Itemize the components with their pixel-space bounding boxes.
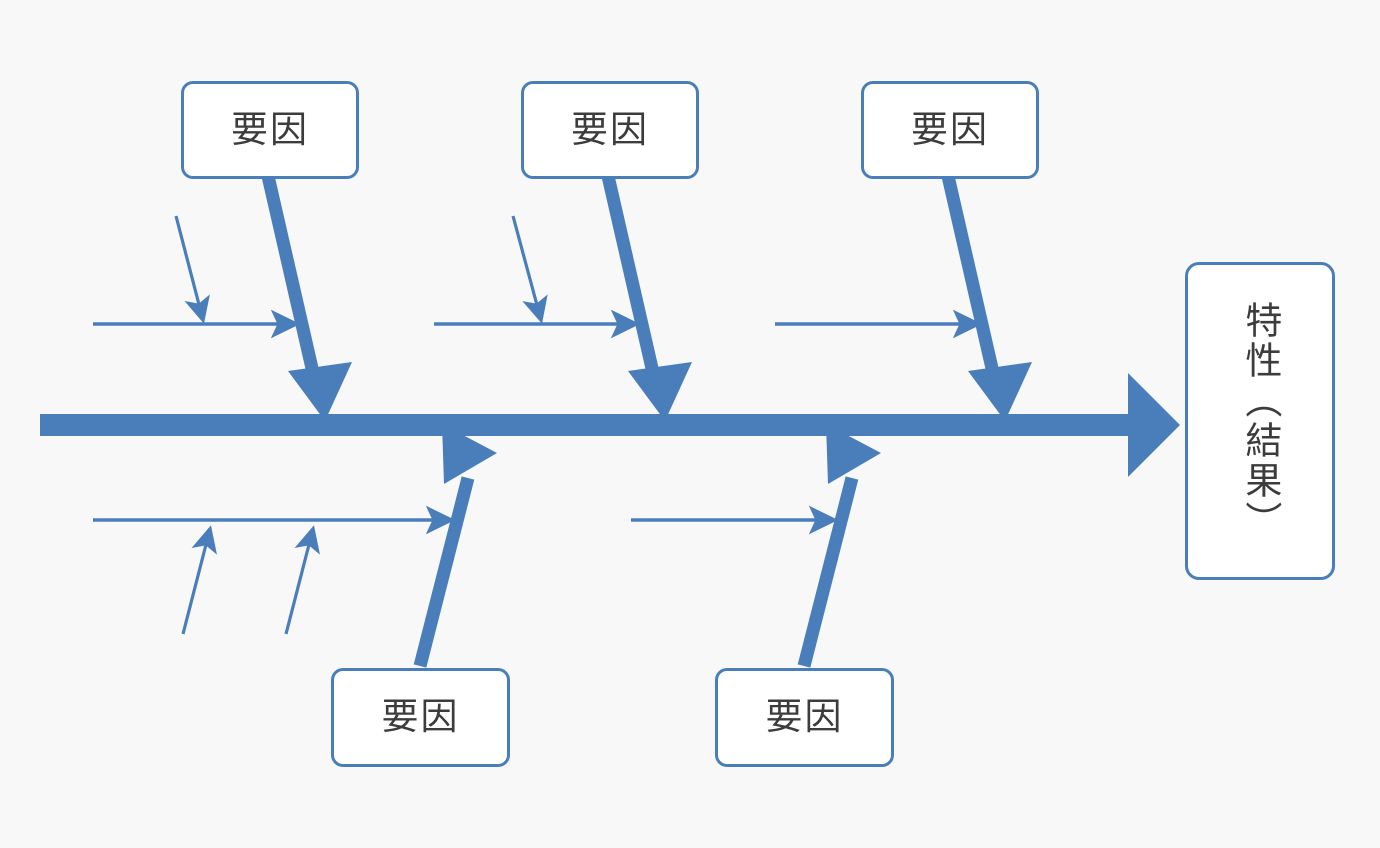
sub-bone-top-2 xyxy=(511,215,548,324)
cause-box-bottom-2-label: 要因 xyxy=(765,695,844,739)
cause-box-top-1-label: 要因 xyxy=(231,107,309,151)
major-bone-top-3 xyxy=(941,174,1032,421)
major-bone-bottom-2 xyxy=(797,424,881,668)
cause-box-top-3[interactable]: 要因 xyxy=(861,81,1039,179)
major-bone-top-1 xyxy=(261,174,352,421)
sub-bone-top-1 xyxy=(174,215,210,324)
cause-box-bottom-1[interactable]: 要因 xyxy=(331,668,510,767)
effect-box[interactable]: 特性（結果） xyxy=(1185,262,1335,580)
cause-box-bottom-1-label: 要因 xyxy=(381,695,460,739)
sub-bone-bottom-1 xyxy=(181,525,217,635)
cause-box-top-1[interactable]: 要因 xyxy=(181,81,359,179)
sub-bone-bottom-2 xyxy=(284,525,320,635)
cause-box-bottom-2[interactable]: 要因 xyxy=(715,668,894,767)
effect-box-label: 特性（結果） xyxy=(1238,301,1282,541)
cause-box-top-2[interactable]: 要因 xyxy=(521,81,699,179)
major-bone-top-2 xyxy=(601,174,692,421)
cause-box-top-3-label: 要因 xyxy=(911,107,989,151)
main-spine-arrow xyxy=(40,373,1180,477)
major-bone-bottom-1 xyxy=(413,424,497,668)
cause-box-top-2-label: 要因 xyxy=(571,107,649,151)
